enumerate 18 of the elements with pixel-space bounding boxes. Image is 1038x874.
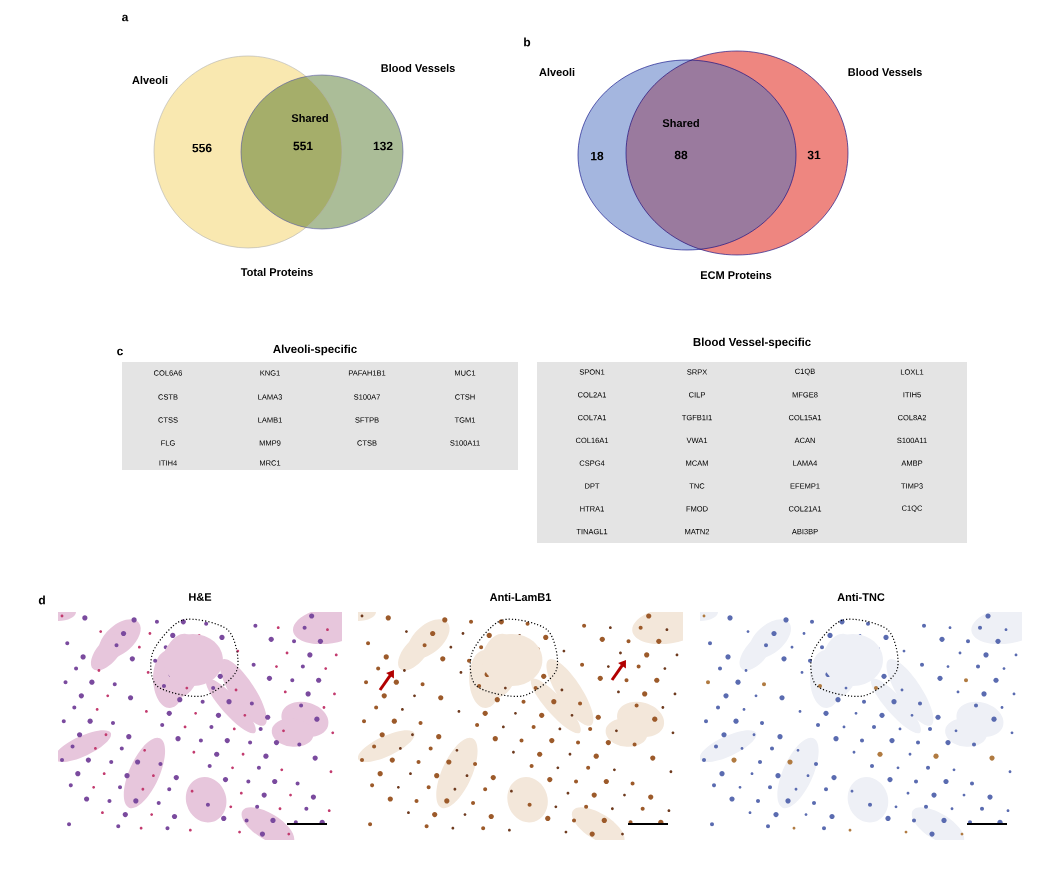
panel-letter: c (117, 348, 123, 356)
venn-title: Total Proteins (240, 267, 313, 277)
venn-title: ECM Proteins (701, 270, 772, 280)
node-label: Blood Vessels (848, 67, 922, 77)
region-label: Shared (662, 118, 699, 128)
region-label: Shared (291, 113, 328, 123)
table-heading: Alveoli-specific (273, 344, 357, 356)
panel-heading: H&E (189, 593, 212, 601)
node-label: Blood Vessels (381, 63, 455, 73)
panel-letter: a (122, 14, 129, 22)
panel-letter: b (524, 37, 531, 47)
table-heading: Blood Vessel-specific (693, 337, 811, 349)
count-label: 88 (674, 150, 688, 160)
panel-heading: Anti-TNC (837, 592, 885, 602)
panel-heading: Anti-LamB1 (489, 592, 552, 602)
count-label: 551 (293, 141, 313, 151)
node-label: Alveoli (539, 67, 575, 77)
panel-letter: d (38, 595, 45, 605)
